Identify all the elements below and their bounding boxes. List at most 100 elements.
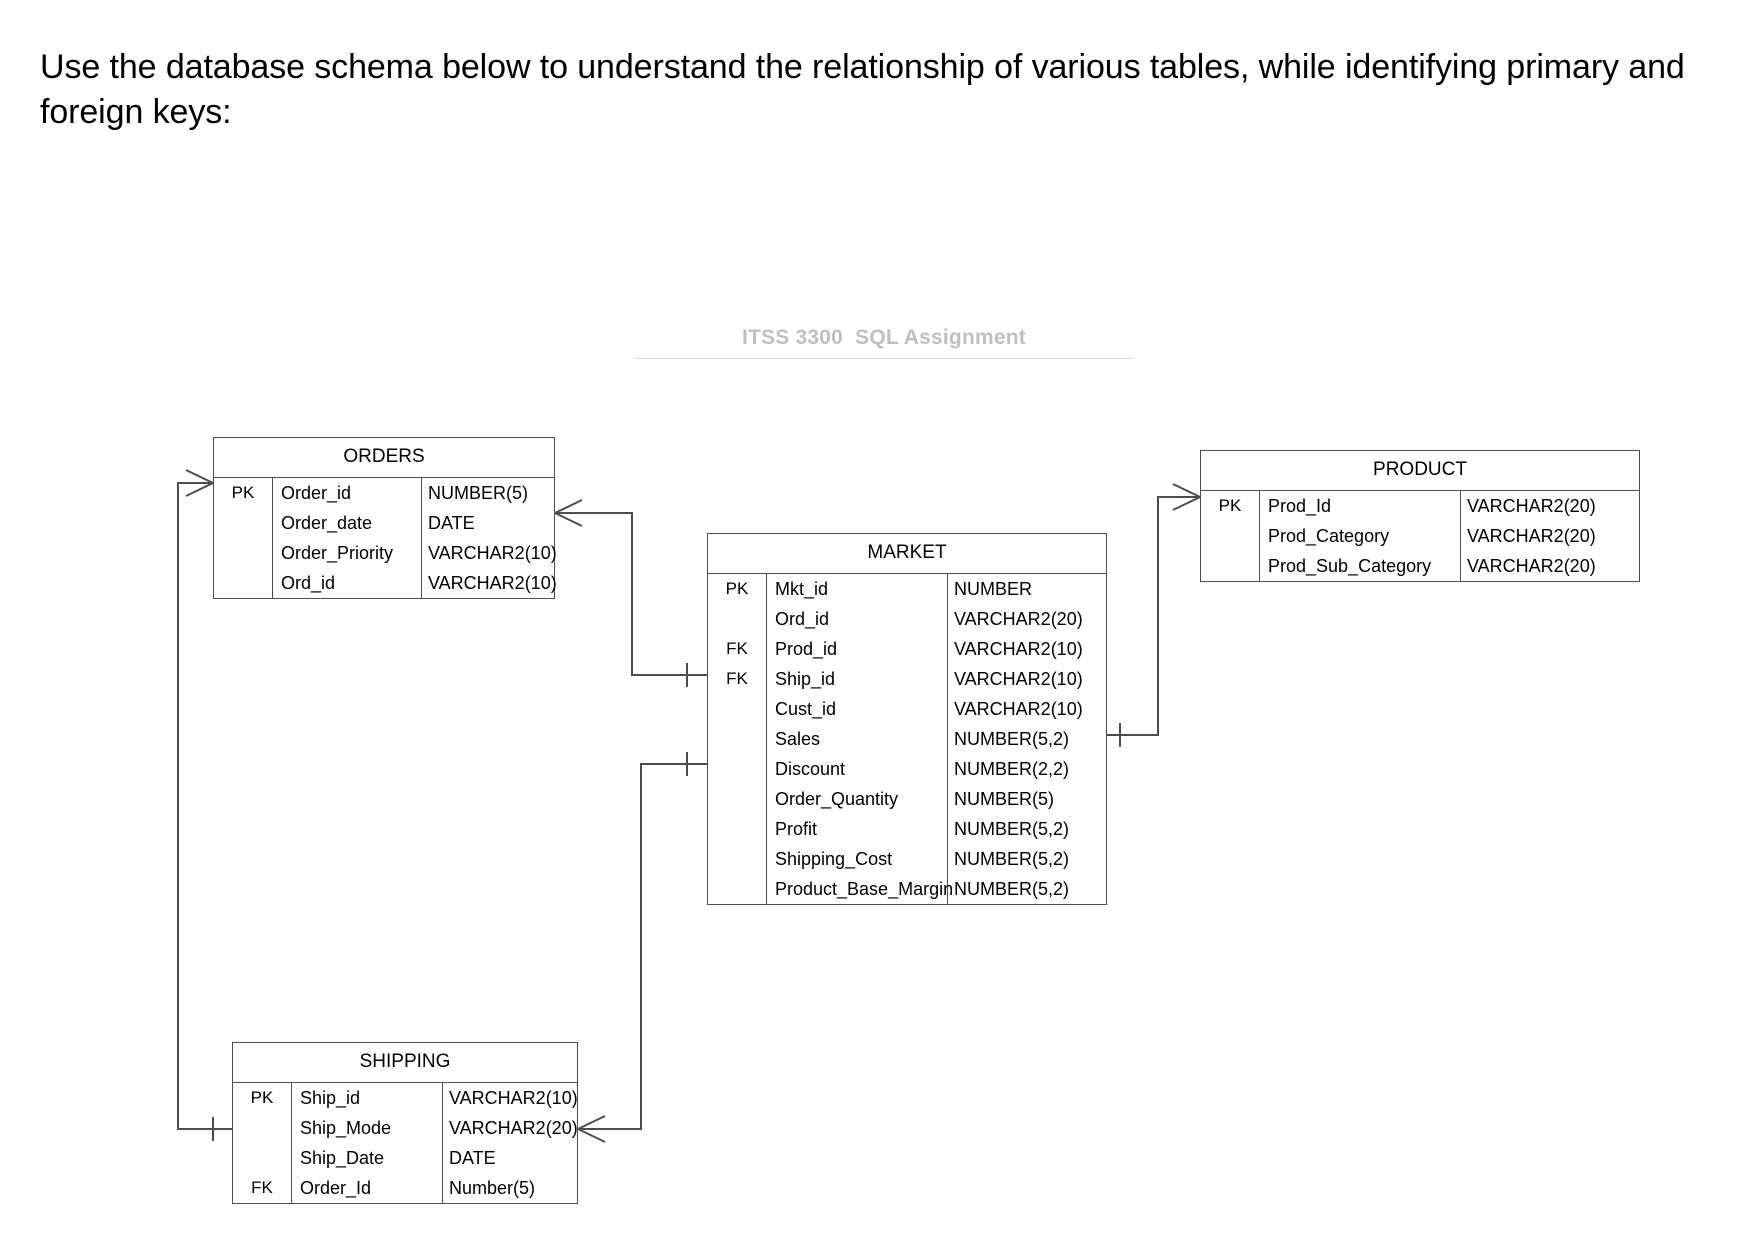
attribute-type: NUMBER(5,2)	[954, 818, 1070, 839]
attribute-key	[1201, 551, 1260, 581]
attribute-key	[708, 814, 767, 844]
attribute-row: Order_Priority VARCHAR2(10)	[214, 538, 557, 568]
attribute-row: Ship_Mode VARCHAR2(20)	[233, 1113, 578, 1143]
attribute-key	[233, 1143, 292, 1173]
attribute-key: PK	[233, 1083, 292, 1113]
attribute-row: Product_Base_Margin NUMBER(5,2)	[708, 874, 1106, 904]
attribute-row: Sales NUMBER(5,2)	[708, 724, 1106, 754]
attribute-type: NUMBER(5,2)	[954, 848, 1070, 869]
attribute-name: Order_id	[272, 478, 422, 508]
attribute-name: Ord_id	[766, 604, 948, 634]
attribute-name: Ship_id	[766, 664, 948, 694]
attribute-key: FK	[708, 634, 767, 664]
attribute-row: Prod_Sub_Category VARCHAR2(20)	[1201, 551, 1639, 581]
entity-product-attributes: PK Prod_Id VARCHAR2(20) Prod_Category VA…	[1201, 491, 1639, 581]
attribute-row: PK Prod_Id VARCHAR2(20)	[1201, 491, 1639, 521]
watermark-text: ITSS 3300 SQL Assignment	[742, 326, 1026, 349]
attribute-row: Profit NUMBER(5,2)	[708, 814, 1106, 844]
connector-market-product	[1107, 483, 1201, 747]
attribute-row: Prod_Category VARCHAR2(20)	[1201, 521, 1639, 551]
entity-shipping-title: SHIPPING	[233, 1043, 577, 1083]
entity-market-title: MARKET	[708, 534, 1106, 574]
attribute-key	[214, 568, 273, 598]
attribute-row: Order_date DATE	[214, 508, 554, 538]
attribute-type: VARCHAR2(10)	[428, 572, 557, 593]
attribute-type: VARCHAR2(20)	[1467, 555, 1596, 576]
attribute-key: FK	[708, 664, 767, 694]
attribute-row: Order_Quantity NUMBER(5)	[708, 784, 1106, 814]
entity-orders-title: ORDERS	[214, 438, 554, 478]
attribute-key	[708, 754, 767, 784]
attribute-type: VARCHAR2(20)	[1467, 495, 1596, 516]
attribute-name: Sales	[766, 724, 948, 754]
attribute-key: PK	[1201, 491, 1260, 521]
attribute-key: PK	[708, 574, 767, 604]
attribute-type: VARCHAR2(20)	[954, 608, 1083, 629]
attribute-key	[1201, 521, 1260, 551]
attribute-name: Order_date	[272, 508, 422, 538]
attribute-row: Ord_id VARCHAR2(20)	[708, 604, 1106, 634]
entity-orders[interactable]: ORDERS PK Order_id NUMBER(5) Order_date …	[213, 437, 557, 599]
attribute-type: NUMBER(5)	[428, 482, 529, 503]
attribute-row: Shipping_Cost NUMBER(5,2)	[708, 844, 1106, 874]
attribute-name: Discount	[766, 754, 948, 784]
attribute-type: NUMBER(5,2)	[954, 728, 1070, 749]
attribute-type: DATE	[428, 512, 475, 533]
attribute-name: Ship_Date	[291, 1143, 443, 1173]
attribute-row: Ord_id VARCHAR2(10)	[214, 568, 557, 598]
attribute-type: NUMBER(5,2)	[954, 878, 1070, 899]
attribute-type: VARCHAR2(10)	[428, 542, 557, 563]
page-title: Use the database schema below to underst…	[40, 48, 1685, 132]
attribute-name: Order_Priority	[272, 538, 422, 568]
attribute-row: FK Ship_id VARCHAR2(10)	[708, 664, 1106, 694]
attribute-name: Ship_id	[291, 1083, 443, 1113]
attribute-type: VARCHAR2(10)	[954, 668, 1083, 689]
attribute-name: Order_Quantity	[766, 784, 948, 814]
entity-orders-attributes: PK Order_id NUMBER(5) Order_date DATE Or…	[214, 478, 557, 598]
attribute-name: Order_Id	[291, 1173, 443, 1203]
attribute-key	[708, 784, 767, 814]
attribute-key	[708, 874, 767, 904]
attribute-row: FK Prod_id VARCHAR2(10)	[708, 634, 1106, 664]
attribute-row: FK Order_Id Number(5)	[233, 1173, 577, 1203]
attribute-name: Profit	[766, 814, 948, 844]
entity-market[interactable]: MARKET PK Mkt_id NUMBER Ord_id VARCHAR2(…	[707, 533, 1107, 905]
attribute-type: VARCHAR2(10)	[449, 1087, 578, 1108]
attribute-row: Ship_Date DATE	[233, 1143, 577, 1173]
connector-orders-market	[554, 499, 707, 687]
attribute-type: NUMBER	[954, 578, 1033, 599]
attribute-name: Ship_Mode	[291, 1113, 443, 1143]
entity-product[interactable]: PRODUCT PK Prod_Id VARCHAR2(20) Prod_Cat…	[1200, 450, 1640, 582]
attribute-key: FK	[233, 1173, 292, 1203]
attribute-key: PK	[214, 478, 273, 508]
attribute-type: VARCHAR2(20)	[449, 1117, 578, 1138]
attribute-key	[214, 538, 273, 568]
attribute-row: PK Mkt_id NUMBER	[708, 574, 1106, 604]
watermark-rule	[634, 358, 1134, 359]
attribute-name: Prod_id	[766, 634, 948, 664]
attribute-key	[233, 1113, 292, 1143]
attribute-type: VARCHAR2(20)	[1467, 525, 1596, 546]
attribute-name: Ord_id	[272, 568, 422, 598]
attribute-name: Cust_id	[766, 694, 948, 724]
attribute-type: DATE	[449, 1147, 496, 1168]
attribute-key	[708, 604, 767, 634]
attribute-name: Prod_Id	[1259, 491, 1461, 521]
attribute-row: PK Order_id NUMBER(5)	[214, 478, 554, 508]
connector-shipping-market	[577, 752, 707, 1143]
entity-shipping[interactable]: SHIPPING PK Ship_id VARCHAR2(10) Ship_Mo…	[232, 1042, 578, 1204]
attribute-key	[708, 724, 767, 754]
attribute-row: Cust_id VARCHAR2(10)	[708, 694, 1106, 724]
attribute-type: Number(5)	[449, 1177, 536, 1198]
entity-product-title: PRODUCT	[1201, 451, 1639, 491]
attribute-key	[708, 844, 767, 874]
attribute-key	[708, 694, 767, 724]
attribute-name: Product_Base_Margin	[766, 874, 953, 904]
attribute-name: Shipping_Cost	[766, 844, 948, 874]
attribute-name: Prod_Category	[1259, 521, 1461, 551]
attribute-key	[214, 508, 273, 538]
entity-shipping-attributes: PK Ship_id VARCHAR2(10) Ship_Mode VARCHA…	[233, 1083, 578, 1203]
attribute-type: VARCHAR2(10)	[954, 698, 1083, 719]
attribute-row: Discount NUMBER(2,2)	[708, 754, 1106, 784]
